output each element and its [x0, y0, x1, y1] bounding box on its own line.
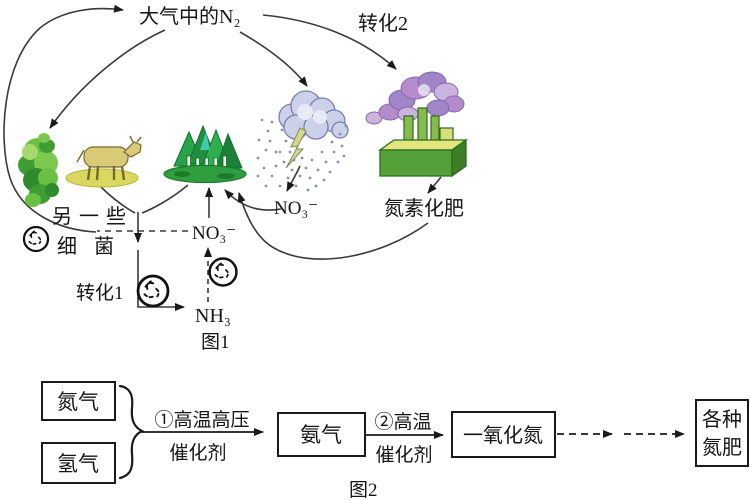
bacteria-icon: [22, 225, 50, 253]
curve-trees-death: [141, 184, 189, 214]
rain-dots: [256, 118, 348, 192]
box-various-fertilizers-line1: 各种: [702, 408, 742, 431]
arrow-n2-to-cloud: [239, 31, 308, 87]
arrow-rain-no3-to-trees: [224, 189, 282, 211]
step2-conditions-line2: 催化剂: [375, 444, 432, 466]
fertilizer-factory-icon: [365, 71, 469, 178]
arrow-n2-to-plant: [49, 29, 166, 129]
box-nitrogen-gas: [41, 381, 116, 421]
arrow-decay-to-nh3: [137, 250, 185, 311]
label-conversion1: 转化1: [76, 282, 124, 304]
label-nitrogen-fertilizer: 氮素化肥: [384, 197, 464, 220]
cow-icon: [65, 135, 142, 188]
box-nitric-oxide: [451, 411, 556, 458]
box-various-fertilizers: [695, 399, 749, 467]
step2-conditions-line1: ②高温: [374, 411, 431, 433]
box-ammonia-label: 氨气: [300, 423, 342, 447]
curly-brace: [118, 384, 145, 480]
label-no3-rain: NO₃⁻: [274, 198, 318, 219]
step1-conditions-line2: 催化剂: [169, 442, 226, 464]
trees-icon: [163, 124, 247, 184]
label-other-bacteria-line1: 另一些: [52, 205, 133, 228]
box-ammonia: [277, 412, 366, 457]
figure2-caption: 图2: [349, 480, 378, 500]
box-various-fertilizers-line2: 氮肥: [702, 436, 742, 459]
figure1-caption: 图1: [201, 332, 230, 353]
label-other-bacteria-line2: 细 菌: [57, 235, 120, 258]
shrub-plant-icon: [18, 133, 59, 207]
box-nitrogen-gas-label: 氮气: [57, 390, 99, 414]
step1-conditions-line1: ①高温高压: [154, 409, 249, 431]
label-nh3: NH₃: [195, 305, 231, 327]
box-nitric-oxide-label: 一氧化氮: [463, 424, 543, 447]
label-atmosphere-n2: 大气中的N₂: [139, 5, 240, 28]
arrow-bacteria-to-n2: [3, 4, 124, 233]
box-hydrogen-gas-label: 氢气: [57, 452, 99, 476]
label-conversion2: 转化2: [358, 12, 408, 35]
box-hydrogen-gas: [41, 442, 116, 484]
arrow-fertilizer-to-trees: [237, 192, 429, 260]
label-no3-soil: NO₃⁻: [192, 223, 236, 244]
bacteria-icon: [136, 274, 170, 308]
bacteria-icon: [208, 257, 238, 287]
curve-cow-death: [99, 185, 136, 214]
storm-cloud-rain-icon: [256, 90, 349, 192]
arrow-factory-to-fertilizer: [427, 176, 442, 194]
arrow-rain-to-no3: [286, 165, 301, 192]
arrow-n2-to-factory: [262, 14, 397, 70]
